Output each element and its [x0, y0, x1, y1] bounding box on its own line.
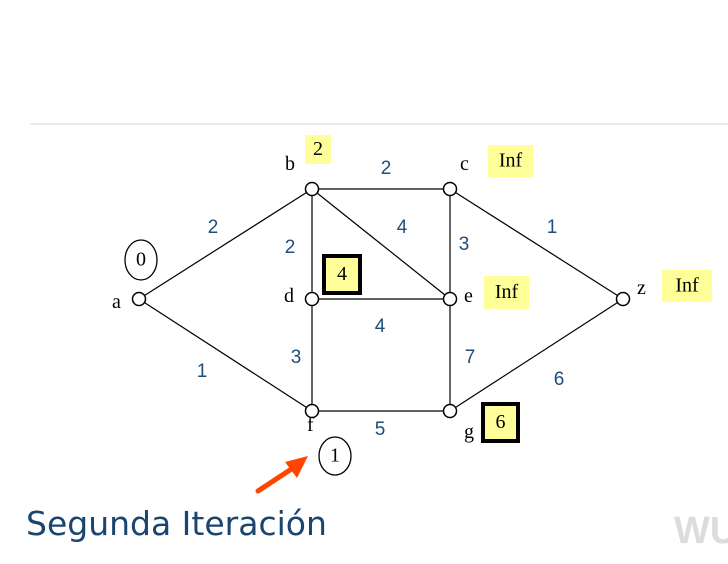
node-label-b: b: [285, 153, 295, 175]
edge-weight-c-z: 1: [547, 217, 558, 238]
node-e: [442, 291, 458, 307]
edge-c-z: [449, 188, 624, 300]
node-c: [442, 181, 458, 197]
edge-weight-b-e: 4: [397, 217, 408, 238]
pointer-arrow: [255, 456, 308, 494]
edge-weight-b-c: 2: [381, 158, 392, 179]
arrow-shaft: [255, 465, 296, 494]
edge-weight-d-e: 4: [375, 316, 386, 337]
node-label-g: g: [464, 421, 474, 443]
distance-box-c: [488, 145, 533, 177]
distance-circle-f: [318, 436, 352, 476]
distance-value-g: 6: [496, 411, 506, 433]
distance-value-d: 4: [337, 263, 347, 285]
distance-box-d: [322, 254, 362, 295]
node-label-f: f: [307, 414, 314, 436]
nodes-layer: a b c d e f g z: [112, 153, 646, 443]
distance-value-e: Inf: [495, 281, 519, 303]
edges-layer: 2 1 2 4 2 3 1 4 3 7 5 6: [138, 158, 624, 440]
distance-value-z: Inf: [675, 275, 699, 297]
watermark-logo: WUO: [674, 510, 728, 552]
edge-a-f: [138, 298, 313, 412]
edge-weight-a-f: 1: [197, 361, 208, 382]
edge-b-e: [311, 188, 451, 300]
edge-weight-a-b: 2: [208, 217, 219, 238]
edge-weight-b-d: 2: [285, 237, 296, 258]
edge-g-z: [449, 298, 624, 412]
node-b: [304, 181, 320, 197]
node-f: [304, 403, 320, 419]
edge-a-b: [138, 188, 313, 300]
edge-weight-g-z: 6: [554, 369, 565, 390]
node-a: [131, 291, 147, 307]
distance-value-f: 1: [330, 445, 340, 467]
edge-weight-c-e: 3: [459, 234, 470, 255]
node-label-d: d: [284, 285, 294, 307]
distance-value-a: 0: [136, 249, 146, 271]
node-d: [304, 291, 320, 307]
distance-box-e: [484, 276, 529, 309]
distance-circle-a: [124, 239, 158, 281]
arrow-head: [285, 456, 308, 478]
edge-weight-f-g: 5: [375, 419, 386, 440]
node-label-a: a: [112, 291, 121, 313]
distance-box-z: [662, 270, 712, 302]
distance-value-b: 2: [313, 138, 323, 160]
distance-value-c: Inf: [499, 150, 523, 172]
slide-caption: Segunda Iteración: [26, 504, 327, 543]
distance-box-b: [305, 135, 331, 164]
node-z: [615, 291, 631, 307]
node-label-c: c: [460, 153, 469, 175]
distance-box-g: [481, 402, 520, 443]
node-g: [442, 403, 458, 419]
node-label-e: e: [464, 285, 473, 307]
edge-weight-e-g: 7: [465, 347, 476, 368]
edge-weight-d-f: 3: [291, 347, 302, 368]
node-label-z: z: [637, 277, 646, 299]
